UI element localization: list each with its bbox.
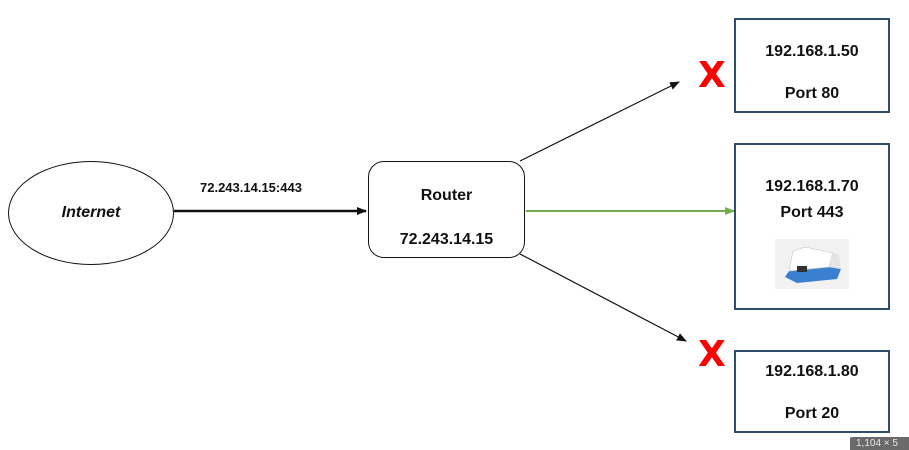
- internet-label: Internet: [61, 204, 121, 221]
- host-port: Port 80: [784, 85, 840, 102]
- server-device-image: [775, 239, 849, 289]
- host-node-80: 192.168.1.80 Port 20: [734, 350, 890, 433]
- host-ip: 192.168.1.80: [765, 363, 859, 380]
- router-to-host-50-arrow: [519, 81, 680, 162]
- router-title: Router: [420, 187, 473, 204]
- image-size-tag: 1,104 × 5: [850, 437, 909, 450]
- blocked-x-icon: X: [698, 55, 726, 96]
- host-port: Port 20: [784, 405, 840, 422]
- internet-node: Internet: [8, 161, 174, 265]
- inbound-address-label: 72.243.14.15:443: [200, 180, 302, 195]
- host-port: Port 443: [780, 204, 844, 221]
- host-node-50: 192.168.1.50 Port 80: [734, 18, 890, 113]
- blocked-x-icon: X: [698, 334, 726, 375]
- router-to-host-80-arrow: [519, 253, 687, 342]
- router-node: Router 72.243.14.15: [368, 161, 525, 258]
- host-ip: 192.168.1.50: [765, 43, 859, 60]
- host-ip: 192.168.1.70: [765, 178, 859, 195]
- router-ip: 72.243.14.15: [399, 231, 494, 248]
